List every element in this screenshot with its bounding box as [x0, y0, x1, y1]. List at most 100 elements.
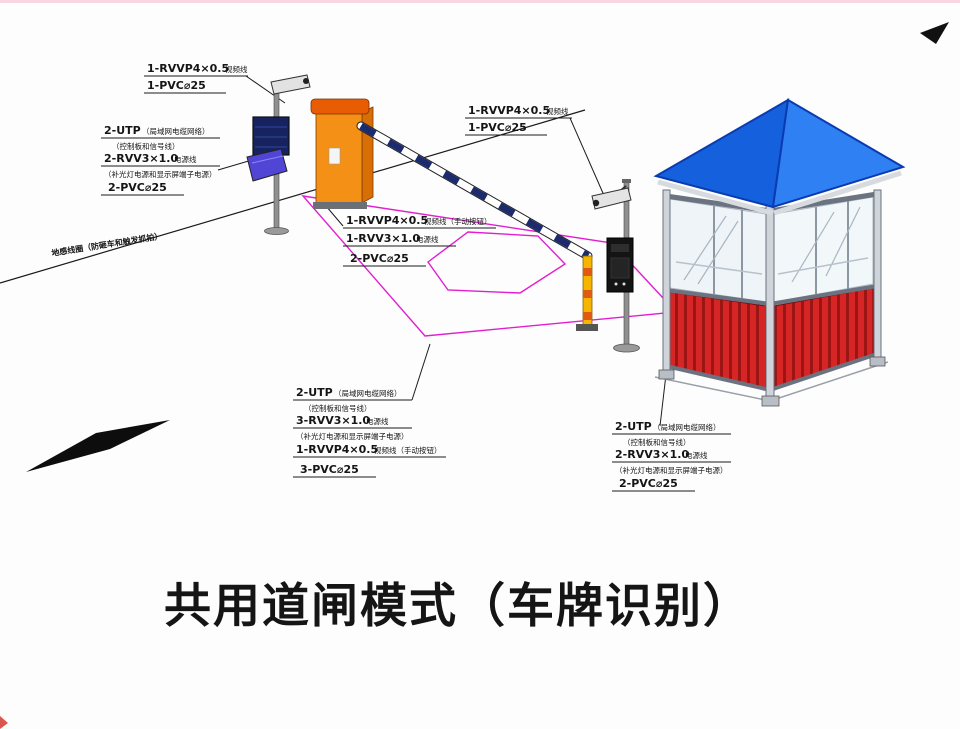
- cable-label: 1-RVVP4×0.5: [296, 443, 378, 456]
- boom-rest-post: [576, 255, 598, 331]
- lpr-camera-icon: [270, 74, 311, 95]
- guard-booth: [653, 98, 906, 407]
- cable-label-note: （控制板和信号线）: [623, 437, 691, 447]
- leader-line: [411, 343, 431, 401]
- cable-label: 1-PVC⌀25: [468, 121, 527, 134]
- label-group-camera1: 1-RVVP4×0.5 视频线 1-PVC⌀25: [144, 62, 286, 104]
- booth-glass-right: [773, 196, 874, 303]
- cable-label: 2-PVC⌀25: [350, 252, 409, 265]
- cable-label-note: （补光灯电源和显示屏端子电源）: [615, 465, 728, 475]
- booth-roof-left: [653, 98, 790, 209]
- camera-pole-left: [246, 74, 311, 235]
- cable-label: 3-PVC⌀25: [300, 463, 359, 476]
- leader-line: [569, 117, 607, 201]
- cable-label: 1-RVVP4×0.5: [468, 104, 550, 117]
- post-footing: [869, 356, 886, 367]
- pole-cap: [622, 179, 631, 183]
- cable-label-note: 电源线: [366, 416, 389, 426]
- rest-post-stripe: [583, 290, 592, 298]
- booth-panel-left: [669, 291, 767, 390]
- cable-label: 2-RVV3×1.0: [615, 448, 689, 461]
- rest-post-stripe: [583, 268, 592, 276]
- booth-glass-left: [669, 198, 767, 303]
- booth-bottom-rail: [769, 352, 878, 392]
- cable-label-note: 电源线: [685, 450, 708, 460]
- cable-label-note: （局域网电缆网络）: [334, 388, 402, 398]
- leader-line: [325, 205, 344, 227]
- floodlight-detail: [251, 155, 284, 164]
- label-group-display: 2-UTP （局域网电缆网络） （控制板和信号线） 2-RVV3×1.0 电源线…: [101, 124, 253, 196]
- post-footing: [658, 369, 675, 380]
- boom-arm-stripes: [359, 122, 590, 260]
- cable-label-note: 电源线: [174, 154, 197, 164]
- glass-reflection: [683, 215, 727, 281]
- rest-post-stripe: [583, 312, 592, 320]
- cable-label: 1-RVVP4×0.5: [147, 62, 229, 75]
- barrier-cabinet-cap: [310, 98, 370, 115]
- rest-post-base: [576, 324, 598, 331]
- pole-base: [613, 343, 640, 353]
- north-arrow-icon: [920, 22, 949, 44]
- camera-lens-icon: [303, 78, 309, 84]
- roof-fascia: [657, 179, 773, 216]
- booth-bottom-rail: [665, 364, 771, 392]
- barrier-cabinet-side: [361, 106, 374, 204]
- cable-label-note: （补光灯电源和显示屏端子电源）: [104, 169, 217, 179]
- controller-keypad: [610, 257, 630, 279]
- cable-label-note: 视频线: [225, 64, 248, 74]
- leader-line: [217, 159, 253, 171]
- label-group-booth: 2-UTP （局域网电缆网络） （控制板和信号线） 2-RVV3×1.0 电源线…: [612, 339, 731, 492]
- booth-sill-rail: [769, 284, 878, 306]
- glass-reflection: [697, 220, 739, 285]
- cable-label: 2-RVV3×1.0: [104, 152, 178, 165]
- cable-label-note: （控制板和信号线）: [112, 141, 180, 151]
- label-group-lane: 2-UTP （局域网电缆网络） （控制板和信号线） 3-RVV3×1.0 电源线…: [293, 343, 446, 478]
- booth-corner-post: [765, 204, 775, 399]
- page-title: 共用道闸模式（车牌识别）: [164, 579, 752, 634]
- pole-base: [264, 227, 289, 235]
- cable-label-note: （控制板和信号线）: [304, 403, 372, 413]
- top-edge-artifact: [0, 0, 960, 3]
- cable-label-note: 视频线: [546, 106, 569, 116]
- road-line: [0, 109, 586, 284]
- cable-label-note: 电源线: [416, 234, 439, 244]
- cable-label-note: （局域网电缆网络）: [142, 126, 210, 136]
- led-display: [252, 116, 290, 156]
- booth-sill-rail: [665, 288, 771, 306]
- cable-label-note: 视频线（手动按钮）: [374, 445, 442, 455]
- barrier-panel-sticker: [328, 147, 341, 165]
- cable-label-note: 视频线（手动按钮）: [424, 216, 492, 226]
- camera-lens-icon: [592, 199, 600, 207]
- roof-fascia: [773, 170, 902, 216]
- post-footing: [761, 395, 780, 407]
- camera-pole-right: [591, 179, 640, 353]
- cable-label: 2-PVC⌀25: [108, 181, 167, 194]
- cable-label: 2-PVC⌀25: [619, 477, 678, 490]
- cable-label: 1-PVC⌀25: [147, 79, 206, 92]
- cable-label: 3-RVV3×1.0: [296, 414, 370, 427]
- barrier-base: [313, 202, 367, 209]
- booth-corner-post: [873, 189, 882, 361]
- ground-loop-label: 地感线圈（防砸车和触发抓拍）: [51, 231, 163, 258]
- cable-label: 1-RVV3×1.0: [346, 232, 420, 245]
- label-group-barrier: 1-RVVP4×0.5 视频线（手动按钮） 1-RVV3×1.0 电源线 2-P…: [325, 205, 496, 267]
- cable-label: 2-UTP: [615, 420, 652, 433]
- cable-label: 1-RVVP4×0.5: [346, 214, 428, 227]
- direction-arrow-icon: [26, 420, 170, 472]
- barrier-gate: [310, 98, 593, 261]
- booth-corner-post: [662, 189, 671, 373]
- controller-display: [611, 244, 629, 252]
- controller-led-icon: [614, 282, 618, 286]
- cable-label-note: （局域网电缆网络）: [653, 422, 721, 432]
- interior-counter-line: [777, 257, 869, 275]
- controller-led-icon: [622, 282, 626, 286]
- cable-label-note: （补光灯电源和显示屏端子电源）: [296, 431, 409, 441]
- cable-label: 2-UTP: [104, 124, 141, 137]
- booth-roof-right: [771, 98, 906, 209]
- cable-label: 2-UTP: [296, 386, 333, 399]
- interior-counter-line: [675, 261, 763, 275]
- induction-loop-outline: [427, 231, 567, 294]
- label-group-camera2: 1-RVVP4×0.5 视频线 1-PVC⌀25: [465, 104, 607, 201]
